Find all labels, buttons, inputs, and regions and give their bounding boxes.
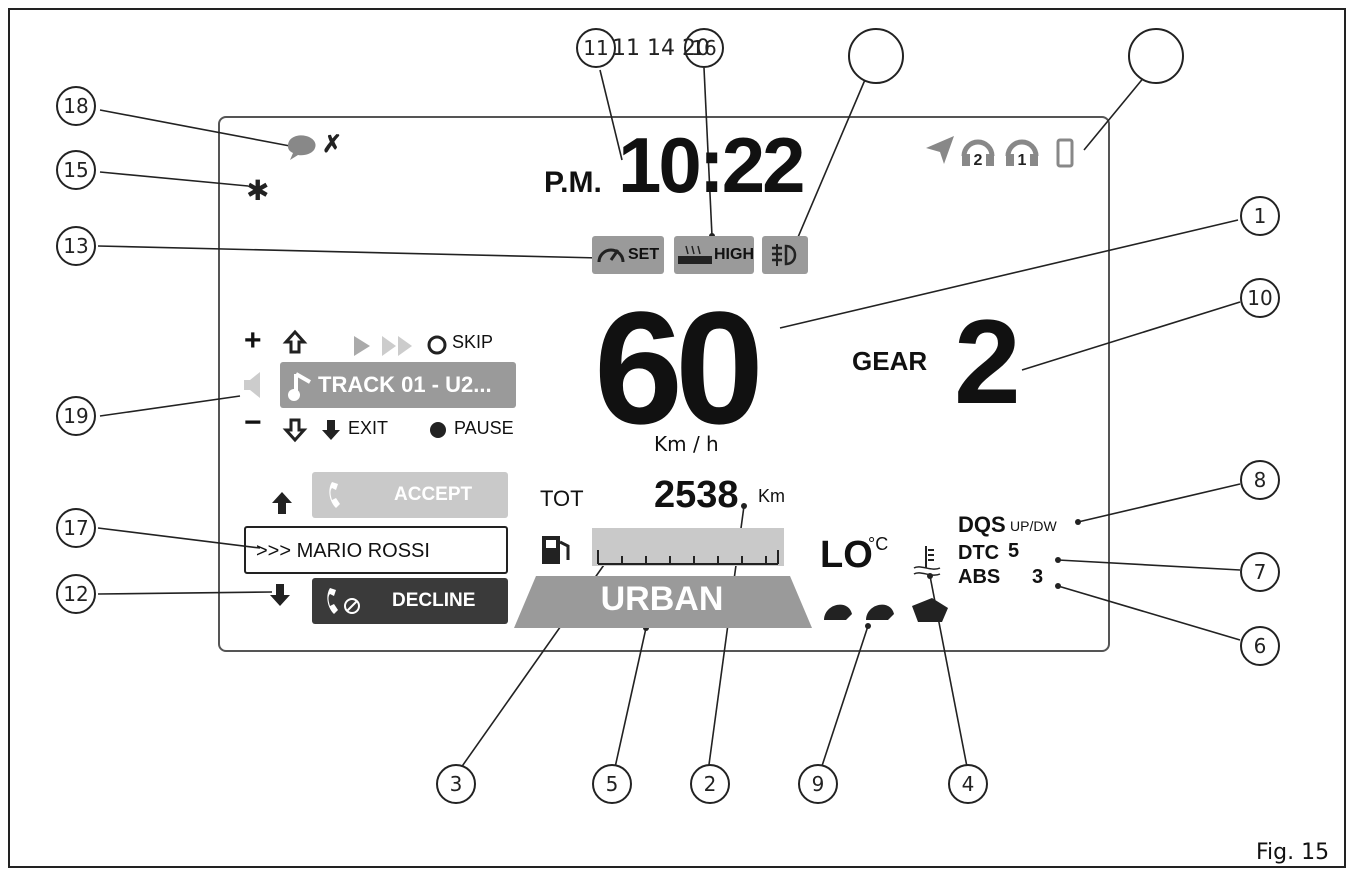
fog-light-indicator <box>762 236 808 274</box>
grip-heat-indicator: HIGH <box>674 236 754 274</box>
callout-16: 16 <box>684 28 724 68</box>
track-display: TRACK 01 - U2... <box>280 362 516 408</box>
gear-label: GEAR <box>852 346 928 376</box>
headset-1-icon: 1 <box>1005 139 1039 169</box>
speed-unit: Km / h <box>654 432 719 456</box>
figure-label: Fig. 15 <box>1256 840 1330 865</box>
speed-value: 60 <box>594 278 764 457</box>
callout-blank-right <box>1128 28 1184 84</box>
callout-15: 15 <box>56 150 96 190</box>
clock-ampm: P.M. <box>544 166 602 199</box>
caller-name: >>> MARIO ROSSI <box>256 540 430 562</box>
figure-frame <box>8 8 1346 868</box>
svg-text:1: 1 <box>1018 152 1027 169</box>
dtc-label: DTC <box>958 542 1000 564</box>
arrow-down-call-icon[interactable] <box>268 582 292 608</box>
caller-box: >>> MARIO ROSSI <box>244 526 508 574</box>
arrow-down-outline-icon[interactable] <box>282 418 308 443</box>
date-text: 11 14 20 <box>612 36 710 61</box>
abs-label: ABS <box>958 566 1001 588</box>
arrow-down-icon[interactable] <box>320 418 342 442</box>
music-note-icon <box>288 372 311 401</box>
temperature-unit: °C <box>868 534 889 554</box>
odometer-label: TOT <box>540 486 584 511</box>
mute-mic-icon: ✗ <box>322 131 343 158</box>
odometer-unit: Km <box>758 486 785 506</box>
cruise-control-icon <box>597 248 625 263</box>
callout-1: 1 <box>1240 196 1280 236</box>
fuel-gauge <box>592 528 784 566</box>
odometer-value: 2538 <box>654 474 739 516</box>
voice-bubble-icon <box>288 135 316 160</box>
dashboard-display <box>218 116 1110 652</box>
accept-label: ACCEPT <box>394 484 473 505</box>
luggage-icon <box>912 598 948 622</box>
riding-mode-label: URBAN <box>600 580 724 618</box>
callout-7: 7 <box>1240 552 1280 592</box>
skip-label[interactable]: SKIP <box>452 332 494 352</box>
dtc-value: 5 <box>1008 540 1020 562</box>
fuel-pump-icon <box>542 536 570 564</box>
decline-label: DECLINE <box>392 590 476 611</box>
speaker-icon <box>244 372 260 398</box>
play-forward-icons[interactable] <box>352 336 428 356</box>
callout-6: 6 <box>1240 626 1280 666</box>
track-title: TRACK 01 - U2... <box>318 372 492 397</box>
callout-10: 10 <box>1240 278 1280 318</box>
dqs-label: DQS <box>958 512 1006 537</box>
pause-dot-icon[interactable] <box>428 420 448 440</box>
callout-18: 18 <box>56 86 96 126</box>
cruise-set-label: SET <box>628 246 660 263</box>
arrow-up-outline-icon[interactable] <box>282 329 308 354</box>
decline-call-button[interactable]: DECLINE <box>312 578 508 624</box>
volume-minus-label[interactable]: − <box>244 406 262 439</box>
headset-2-icon: 2 <box>961 139 995 169</box>
arrow-up-icon[interactable] <box>270 490 294 516</box>
callout-5: 5 <box>592 764 632 804</box>
svg-text:2: 2 <box>974 152 983 169</box>
skip-circle-icon[interactable] <box>426 334 448 356</box>
thermometer-icon <box>913 546 941 576</box>
fog-light-icon <box>772 244 797 266</box>
callout-3: 3 <box>436 764 476 804</box>
callout-13: 13 <box>56 226 96 266</box>
passenger-load-icons <box>824 598 948 622</box>
dqs-value: UP/DW <box>1010 518 1057 534</box>
fuel-gauge-ticks <box>597 550 779 565</box>
callout-4: 4 <box>948 764 988 804</box>
volume-plus-label[interactable]: + <box>244 324 262 357</box>
gear-value: 2 <box>954 295 1021 429</box>
top-right-status-icons: 2 1 <box>926 136 1074 169</box>
cruise-control-indicator: SET <box>592 236 664 274</box>
navigation-arrow-icon <box>926 136 954 164</box>
helmet-icon <box>866 604 894 620</box>
exit-label[interactable]: EXIT <box>348 418 389 438</box>
phone-accept-icon <box>329 482 340 508</box>
helmet-icon <box>824 604 852 620</box>
callout-17: 17 <box>56 508 96 548</box>
pause-label[interactable]: PAUSE <box>454 418 514 438</box>
callout-19: 19 <box>56 396 96 436</box>
accept-call-button[interactable]: ACCEPT <box>312 472 508 518</box>
riding-mode-banner <box>514 576 812 628</box>
temperature-value: LO <box>820 534 873 576</box>
callout-2: 2 <box>690 764 730 804</box>
phone-decline-icon <box>327 588 360 614</box>
phone-icon <box>1056 138 1074 168</box>
heated-grip-icon <box>678 245 712 264</box>
abs-value: 3 <box>1032 566 1044 588</box>
bluetooth-icon: ✱ <box>246 175 270 206</box>
callout-8: 8 <box>1240 460 1280 500</box>
callout-11: 11 <box>576 28 616 68</box>
callout-9: 9 <box>798 764 838 804</box>
grip-heat-level: HIGH <box>714 246 754 263</box>
clock-time: 10:22 <box>618 121 805 209</box>
callout-12: 12 <box>56 574 96 614</box>
callout-blank-left <box>848 28 904 84</box>
